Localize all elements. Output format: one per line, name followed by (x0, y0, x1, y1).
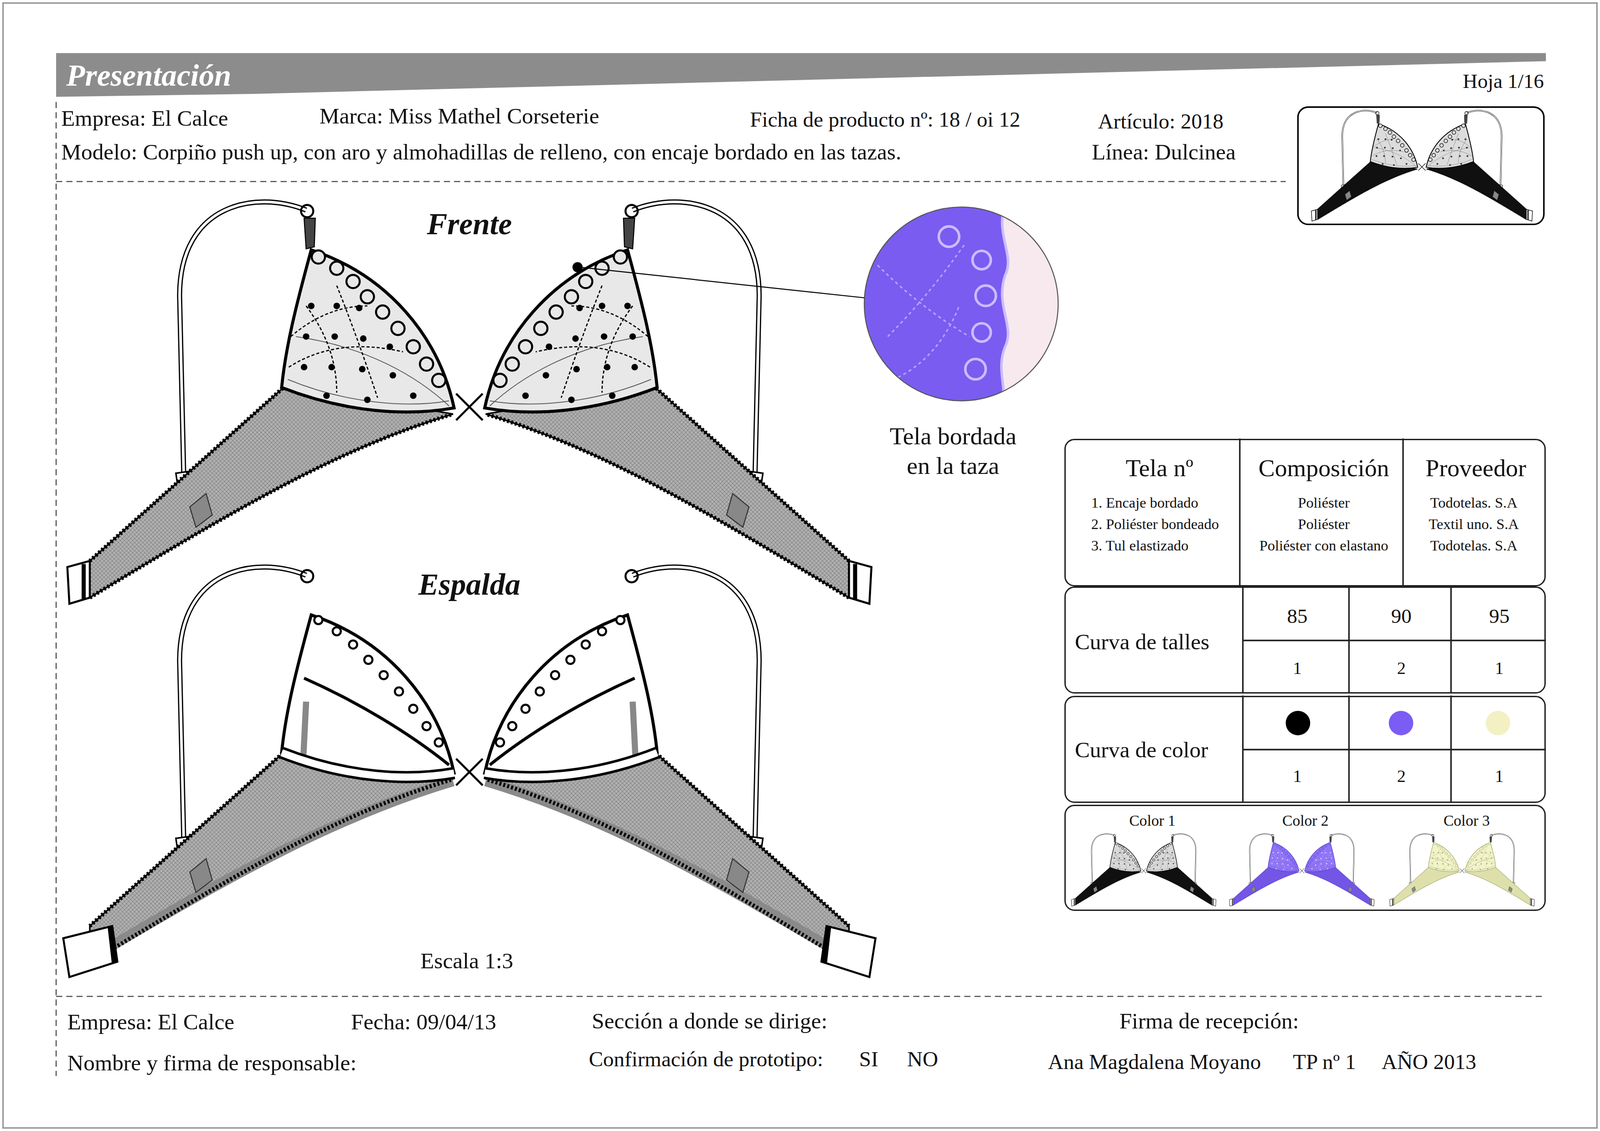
table-heading: Tela nº (1125, 454, 1194, 483)
callout-photo (972, 251, 991, 270)
table-cell: 2 (1397, 658, 1406, 679)
sheet-field: Firma de recepción: (1119, 1008, 1300, 1035)
sheet-field: Marca: Miss Mathel Corseterie (319, 103, 600, 130)
sheet-field: Empresa: El Calce (67, 1009, 235, 1036)
callout-photo (887, 244, 965, 337)
sheet-field: TP nº 1 (1292, 1049, 1356, 1075)
leader-line (579, 267, 865, 298)
page-frame (3, 3, 1598, 1129)
table-cell: Color 3 (1443, 811, 1491, 830)
color-swatch (1285, 711, 1511, 736)
table-cell: 1 (1495, 766, 1504, 787)
callout-photo (938, 204, 1008, 409)
sheet-field: Sección a donde se dirige: (591, 1008, 828, 1035)
sheet-field: Escala 1:3 (420, 948, 514, 975)
sheet-field: Nombre y firma de responsable: (67, 1050, 357, 1077)
sheet-field: Empresa: El Calce (61, 105, 228, 132)
color-swatch (1388, 711, 1414, 736)
table-cell: Poliéster con elastano (1259, 537, 1389, 555)
callout-photo (972, 323, 991, 342)
table-cell: Poliéster (1297, 516, 1350, 534)
sheet-field: Ana Magdalena Moyano (1047, 1049, 1261, 1075)
thumbnail-frame (1297, 107, 1544, 225)
color-swatch (1485, 711, 1511, 736)
leader-dot (572, 262, 583, 273)
table-cell: Todotelas. S.A (1429, 495, 1518, 512)
sheet-field: Fecha: 09/04/13 (350, 1009, 497, 1036)
callout-photo (1000, 204, 1009, 409)
sheet-field: Ficha de producto nº: 18 / oi 12 (749, 107, 1021, 132)
table-cell: Proveedor (1425, 454, 1527, 483)
sheet-field: SI (859, 1047, 879, 1072)
callout-photo (938, 226, 960, 248)
table-cell: Color 2 (1282, 811, 1329, 830)
header-band (56, 52, 1546, 97)
callout-photo (1000, 204, 1062, 409)
sheet-field: Modelo: Corpiño push up, con aro y almoh… (61, 139, 902, 166)
view-heading: Espalda (418, 567, 521, 603)
sheet-field: AÑO 2013 (1381, 1049, 1477, 1075)
callout-caption: Tela bordada en la taza (876, 421, 1030, 481)
color-table: Curva de color 1 2 1 (1064, 696, 1547, 804)
table-heading: Curva de talles (1074, 629, 1210, 656)
callout-photo (965, 359, 986, 380)
color-variant-bra (1071, 834, 1217, 907)
callout-photo (877, 244, 970, 378)
view-heading: Frente (426, 206, 512, 243)
size-table: Curva de talles 85 90 95 1 2 1 (1064, 586, 1547, 694)
color-swatch (1285, 711, 1311, 736)
sheet-field: Confirmación de prototipo: (588, 1047, 824, 1072)
color-variant-bra (1389, 834, 1535, 907)
dashed-rule (56, 102, 1546, 1077)
dashed-rule (55, 102, 57, 1077)
table-cell: Todotelas. S.A (1429, 537, 1518, 555)
table-cell: Textil uno. S.A (1428, 516, 1519, 534)
table-cell: 2 (1397, 766, 1406, 787)
callout-photo (975, 285, 997, 307)
sheet-field: Línea: Dulcinea (1091, 139, 1236, 166)
table-grid (1243, 586, 1547, 694)
color-variants-panel: Color 1 Color 2 Color 3 (1064, 805, 1547, 912)
table-grid (1243, 695, 1547, 803)
table-heading: Color 1 (1129, 811, 1176, 830)
back-view-bra (63, 567, 876, 978)
table-heading: Curva de color (1074, 737, 1209, 764)
dashed-rule (56, 180, 1286, 182)
sheet-field: Artículo: 2018 (1098, 108, 1224, 134)
table-cell: 1 (1292, 658, 1302, 679)
table-cell: 1 (1495, 658, 1504, 679)
sheet-field: NO (907, 1047, 939, 1072)
thumbnail-bra (1311, 110, 1533, 222)
sheet-title: Presentación (66, 57, 232, 93)
table-cell: 3. Tul elastizado (1091, 537, 1189, 555)
table-grid (1239, 438, 1547, 803)
table-cell: 90 (1391, 604, 1412, 629)
table-cell: 1. Encaje bordado (1091, 495, 1199, 512)
dashed-rule (56, 996, 1546, 997)
table-cell: 85 (1287, 604, 1308, 629)
callout-photo (864, 206, 1059, 401)
table-cell: 1 (1292, 766, 1302, 787)
callout-photo (877, 265, 970, 337)
table-cell: 2. Poliéster bondeado (1091, 516, 1219, 534)
table-cell: Poliéster (1297, 495, 1350, 512)
fabric-table: Tela nº 1. Encaje bordado 2. Poliéster bon… (1064, 438, 1547, 588)
color-variant-bra (1229, 834, 1375, 907)
callout-photo (864, 204, 1062, 409)
table-cell: 95 (1489, 604, 1510, 629)
front-view-bra (67, 201, 872, 604)
callout-photo (864, 204, 1062, 409)
table-grid (1239, 438, 1404, 587)
callout-photo (898, 305, 960, 378)
sheet-field: Hoja 1/16 (1462, 69, 1544, 93)
table-cell: Composición (1258, 454, 1390, 483)
